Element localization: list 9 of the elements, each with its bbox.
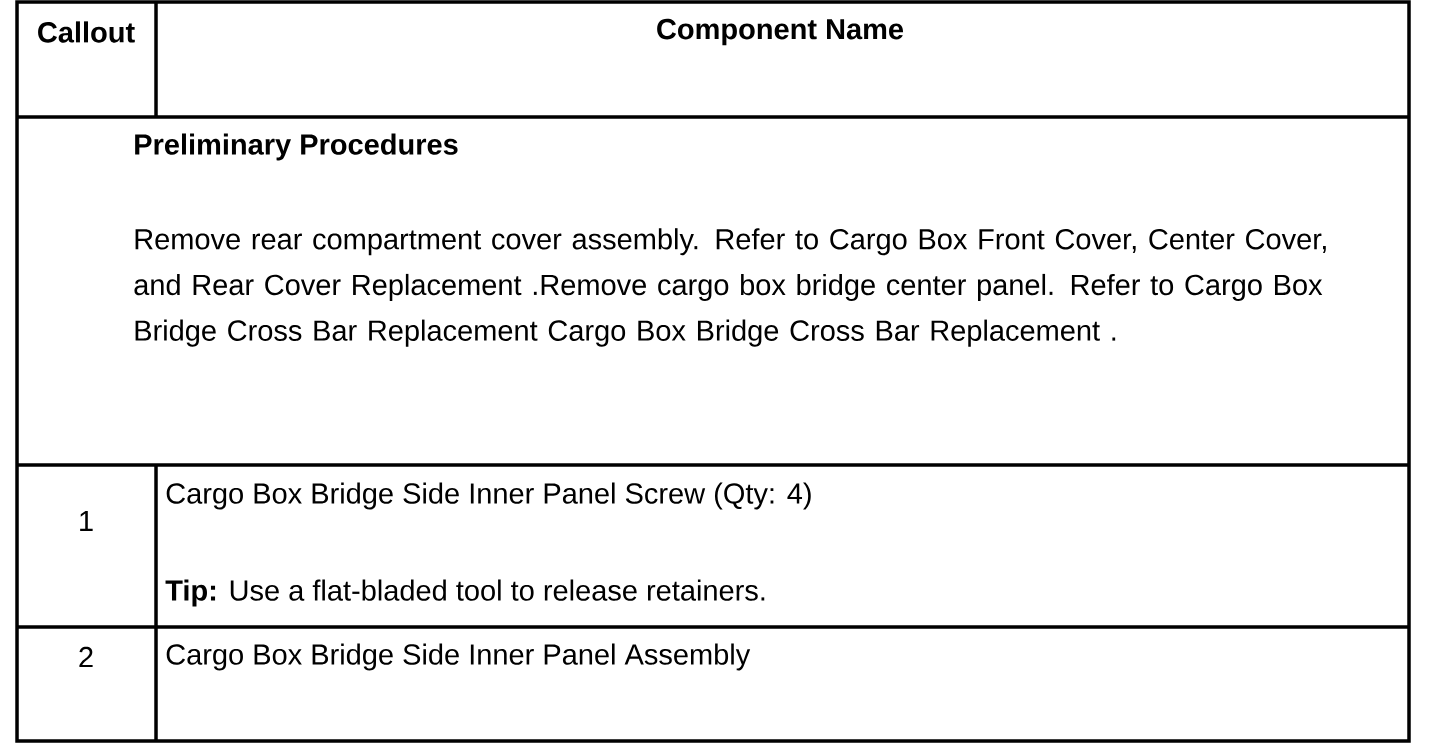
callout-number: 2 — [79, 646, 93, 668]
section-heading: Preliminary Procedures — [135, 133, 458, 161]
tip-text: Tip: Use a flat-bladed tool to release retainers. — [165, 579, 765, 607]
paragraph: Remove rear compartment cover assembly. Refer to Cargo Box Front Cover, Center Cover, and Rear Cover Replacement .Remove cargo box bridge center panel. Refer to Cargo Box Bridge Cross Bar Replacement Cargo Box Bridge Cross Bar Replacement . — [134, 228, 1326, 347]
component-name: Cargo Box Bridge Side Inner Panel Assembly — [166, 643, 751, 671]
component-name: Cargo Box Bridge Side Inner Panel Screw (Qty: 4) — [166, 482, 811, 510]
column-header: Callout — [38, 21, 135, 43]
column-header: Component Name — [657, 18, 904, 46]
callout-number: 1 — [80, 511, 93, 531]
